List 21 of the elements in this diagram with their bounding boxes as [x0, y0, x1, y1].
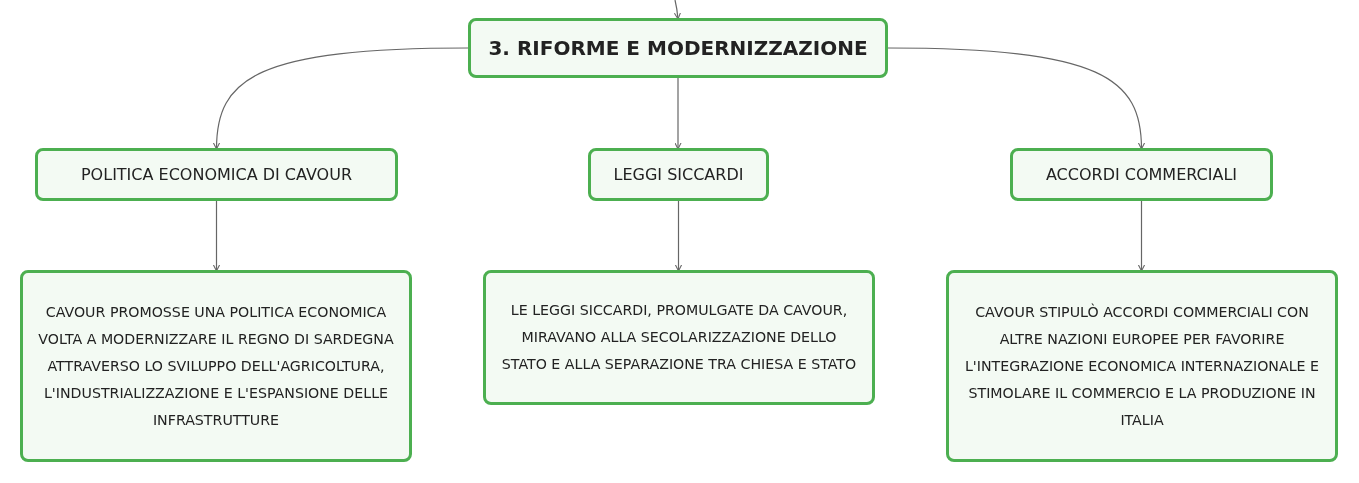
connector-arrow	[674, 77, 682, 150]
description-text: LE LEGGI SICCARDI, PROMULGATE DA CAVOUR, MIRAVANO ALLA SECOLARIZZAZIONE DELLO STATO E ALLA SEPARAZIONE TRA CHIESA E STATO	[500, 301, 858, 374]
subtopic-box	[35, 148, 398, 201]
description-box	[20, 270, 412, 462]
topic-label: ACCORDI COMMERCIALI	[1045, 163, 1238, 186]
topic-box	[468, 18, 888, 78]
topic-label: POLITICA ECONOMICA DI CAVOUR	[80, 163, 352, 186]
subtopic-box	[1010, 148, 1273, 201]
connector-arrow	[212, 200, 221, 272]
connector-arrow	[673, 0, 681, 20]
connector-arrow	[674, 200, 683, 272]
description-text: CAVOUR PROMOSSE UNA POLITICA ECONOMICA VOLTA A MODERNIZZARE IL REGNO DI SARDEGNA ATTRAVERSO LO SVILUPPO DELL'AGRICOLTURA, L'INDUSTRIALIZZAZIONE E L'ESPANSIONE DELLE INFRASTRUTTURE	[37, 302, 395, 430]
connector-arrow	[213, 47, 469, 150]
connector-arrow	[1137, 200, 1146, 272]
topic-label: LEGGI SICCARDI	[613, 163, 744, 186]
topic-label: 3. RIFORME E MODERNIZZAZIONE	[488, 35, 868, 61]
description-text: CAVOUR STIPULÒ ACCORDI COMMERCIALI CON ALTRE NAZIONI EUROPEE PER FAVORIRE L'INTEGRAZIONE ECONOMICA INTERNAZIONALE E STIMOLARE IL COMMERCIO E LA PRODUZIONE IN ITALIA	[963, 302, 1321, 430]
description-box	[946, 270, 1338, 462]
subtopic-box	[588, 148, 769, 201]
connector-arrow	[887, 47, 1145, 150]
description-box	[483, 270, 875, 405]
